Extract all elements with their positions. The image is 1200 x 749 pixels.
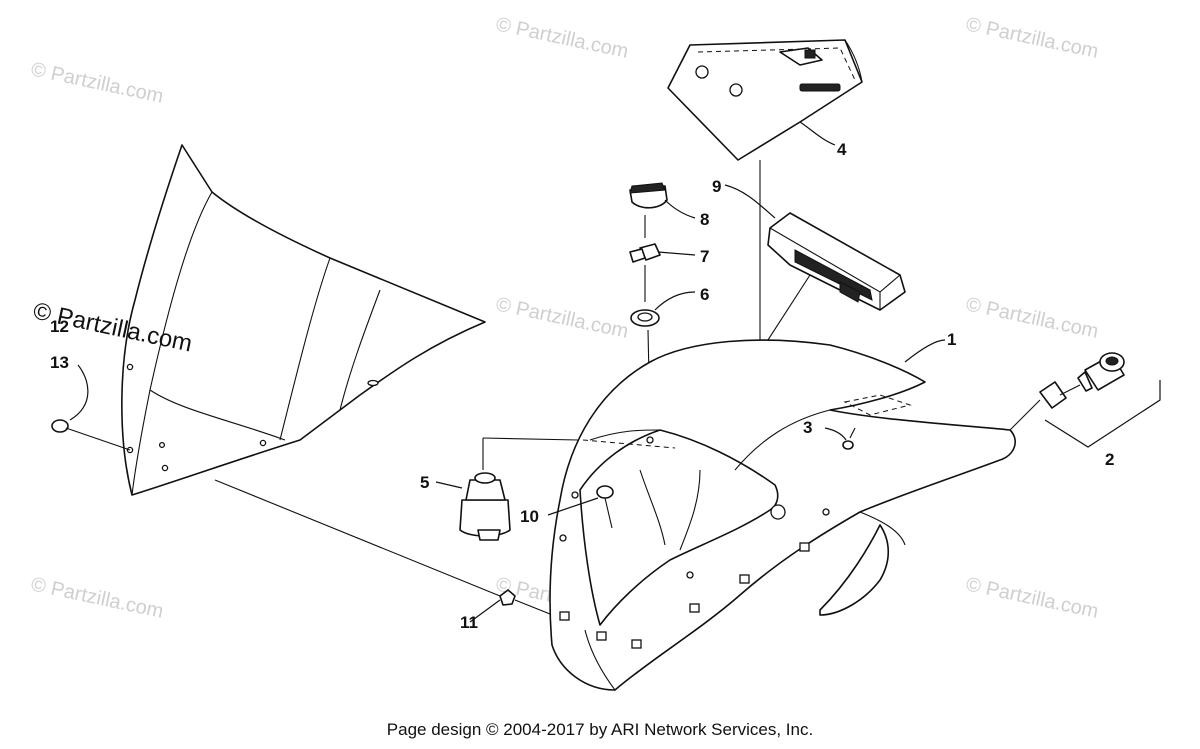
ignition-key[interactable] — [629, 243, 696, 263]
watermark-3: © Partzilla.com — [964, 13, 1100, 63]
gauge-display[interactable] — [724, 184, 906, 361]
ignition-ring[interactable] — [630, 291, 696, 327]
callout-1[interactable]: 1 — [947, 330, 956, 349]
callout-6[interactable]: 6 — [700, 285, 709, 304]
callout-3[interactable]: 3 — [803, 418, 812, 437]
hood[interactable] — [549, 339, 1016, 691]
callout-2[interactable]: 2 — [1105, 450, 1114, 469]
callout-13[interactable]: 13 — [50, 353, 69, 372]
watermark-6: © Partzilla.com — [29, 573, 165, 623]
power-outlet[interactable] — [1009, 352, 1161, 448]
watermark-5: © Partzilla.com — [964, 293, 1100, 343]
callout-10[interactable]: 10 — [520, 507, 539, 526]
storage-box[interactable] — [667, 39, 863, 161]
watermark-4: © Partzilla.com — [494, 293, 630, 343]
watermark-2: © Partzilla.com — [494, 13, 630, 63]
windshield-nut[interactable] — [214, 479, 566, 621]
callout-12[interactable]: 12 — [50, 317, 69, 336]
mount-screw[interactable] — [824, 427, 856, 450]
page-footer: Page design © 2004-2017 by ARI Network S… — [386, 720, 814, 739]
switch[interactable] — [435, 472, 511, 541]
callout-5[interactable]: 5 — [420, 473, 429, 492]
ignition-cap[interactable] — [629, 182, 696, 219]
callout-11[interactable]: 11 — [460, 613, 478, 632]
callout-4[interactable]: 4 — [837, 140, 847, 159]
watermark-1: © Partzilla.com — [29, 58, 165, 108]
callout-9[interactable]: 9 — [712, 177, 721, 196]
watermark-8: © Partzilla.com — [964, 573, 1100, 623]
hood-screw[interactable] — [547, 485, 614, 529]
callout-8[interactable]: 8 — [700, 210, 709, 229]
windshield-screw[interactable] — [51, 419, 131, 451]
windshield[interactable] — [121, 144, 486, 496]
callout-7[interactable]: 7 — [700, 247, 709, 266]
